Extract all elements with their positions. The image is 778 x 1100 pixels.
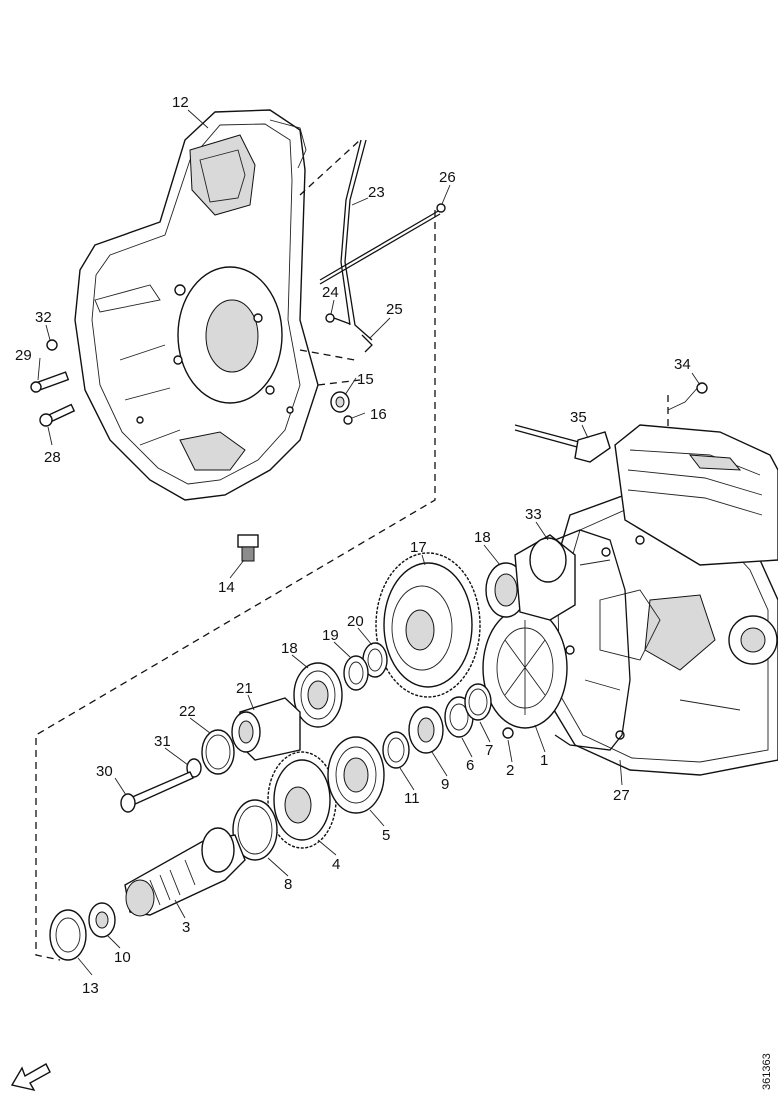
callout-22: 22: [179, 703, 196, 720]
callout-26: 26: [439, 169, 456, 186]
callout-24: 24: [322, 284, 339, 301]
fastener-16: [343, 415, 353, 425]
bearing-housing-33: [514, 534, 576, 621]
hub-21: [231, 697, 301, 761]
callout-19: 19: [322, 627, 339, 644]
callout-32: 32: [35, 309, 52, 326]
ring-19: [343, 655, 369, 691]
callout-14: 14: [218, 579, 235, 596]
bearing-18-upper: [485, 562, 527, 618]
ring-7: [464, 683, 492, 721]
callout-16: 16: [370, 406, 387, 423]
washer-13: [49, 909, 87, 961]
callout-18-upper: 18: [474, 529, 491, 546]
reference-number: 361363: [761, 1053, 773, 1090]
callout-29: 29: [15, 347, 32, 364]
nut-10: [88, 902, 116, 938]
callout-35: 35: [570, 409, 587, 426]
gear-4: [267, 751, 337, 849]
ring-20: [362, 642, 388, 678]
callout-33: 33: [525, 506, 542, 523]
callout-31: 31: [154, 733, 171, 750]
flywheel-housing: [74, 109, 319, 501]
callout-20: 20: [347, 613, 364, 630]
bearing-9: [408, 706, 444, 754]
bracket-35: [514, 424, 611, 463]
gear-17: [375, 552, 481, 698]
fastener-2: [502, 727, 514, 739]
engine-block: [544, 424, 778, 776]
callout-34: 34: [674, 356, 691, 373]
callout-8: 8: [284, 876, 292, 893]
callout-6: 6: [466, 757, 474, 774]
callout-3: 3: [182, 919, 190, 936]
fastener-32: [46, 339, 58, 351]
callout-13: 13: [82, 980, 99, 997]
callout-10: 10: [114, 949, 131, 966]
callout-11: 11: [404, 790, 420, 807]
leader-lines: [37, 109, 701, 976]
callout-2: 2: [506, 762, 514, 779]
callout-17: 17: [410, 539, 427, 556]
callout-labels: 12 23 26 24 25 15 16 32 29 28 14 34 35 3…: [15, 94, 691, 997]
ring-8: [232, 799, 278, 861]
bearing-5: [327, 736, 385, 814]
bolt-28: [39, 403, 76, 427]
callout-15: 15: [357, 371, 374, 388]
gasket-27: [554, 529, 631, 751]
callout-21: 21: [236, 680, 253, 697]
sensor-14: [237, 534, 259, 562]
ring-22: [201, 729, 235, 775]
callout-27: 27: [613, 787, 630, 804]
fastener-24: [325, 313, 351, 325]
callout-25: 25: [386, 301, 403, 318]
dipstick-tube: [340, 139, 373, 341]
bolt-29: [30, 371, 70, 393]
callout-5: 5: [382, 827, 390, 844]
callout-4: 4: [332, 856, 340, 873]
callout-18-lower: 18: [281, 640, 298, 657]
clip-25: [361, 334, 373, 353]
shaft-3: [124, 827, 246, 917]
direction-arrow-icon: [10, 1063, 51, 1092]
callout-23: 23: [368, 184, 385, 201]
callout-9: 9: [441, 776, 449, 793]
seal-15: [330, 391, 350, 413]
callout-12: 12: [172, 94, 189, 111]
callout-1: 1: [540, 752, 548, 769]
callout-28: 28: [44, 449, 61, 466]
bolt-30: [120, 771, 194, 813]
callout-7: 7: [485, 742, 493, 759]
bearing-18-lower: [293, 662, 343, 728]
callout-30: 30: [96, 763, 113, 780]
fastener-26: [436, 203, 446, 213]
ring-11: [382, 731, 410, 769]
cover-plate-1: [482, 607, 568, 729]
